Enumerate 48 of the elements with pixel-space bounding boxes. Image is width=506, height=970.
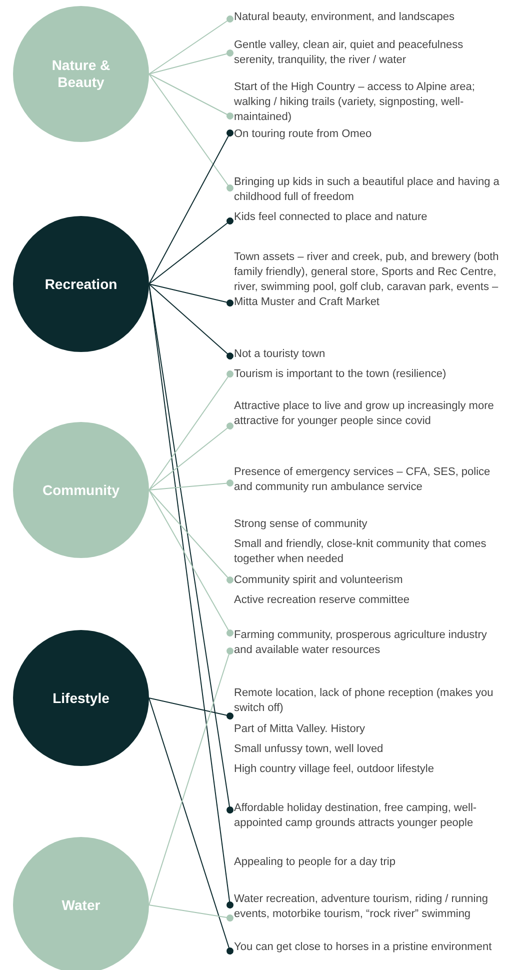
topic-circle: Water [13,837,149,970]
statement-text: Bringing up kids in such a beautiful place and having a childhood full of freedom [234,175,502,205]
statement-text: Affordable holiday destination, free camping, well-appointed camp grounds attracts younger people [234,801,502,831]
statement-text: You can get close to horses in a pristine environment [234,940,502,955]
connector-line [148,422,234,490]
statement-text: Start of the High Country – access to Alpine area; walking / hiking trails (variety, signposting, well-maintained) [234,80,502,125]
statement-text: Water recreation, adventure tourism, riding / running events, motorbike tourism, “rock river” swimming [234,892,502,922]
connector-line [148,74,234,120]
statement-text: Gentle valley, clean air, quiet and peacefulness serenity, tranquility, the river / water [234,38,502,68]
note-text: Small unfussy town, well loved [234,742,384,757]
statement-text: Attractive place to live and grow up increasingly more attractive for younger people since covid [234,399,502,429]
statement-text: On touring route from Omeo [234,127,502,142]
connector-line [148,284,234,908]
connector-line [148,370,234,490]
statement-text: Kids feel connected to place and nature [234,210,502,225]
connector-line [148,480,234,490]
statement-text: Remote location, lack of phone reception (makes you switch off) [234,686,502,716]
statement-text: Presence of emergency services – CFA, SES, police and community run ambulance service [234,465,502,495]
statement-text: Community spirit and volunteerism [234,573,502,588]
statement-text: Natural beauty, environment, and landscapes [234,10,502,25]
connector-line [148,130,234,284]
note-text: High country village feel, outdoor lifestyle [234,762,435,777]
connector-line [148,904,234,922]
statement-text: Tourism is important to the town (resilience) [234,367,502,382]
connector-line [148,284,234,306]
note-text: Strong sense of community [234,517,368,532]
connector-line [148,50,234,74]
statement-text: Town assets – river and creek, pub, and brewery (both family friendly), general store, Sports and Rec Centre, river, swimming pool, golf club, caravan park, events – Mitta Muster and Craft Market [234,250,502,310]
note-text: Active recreation reserve committee [234,593,410,608]
topic-circle: Community [13,422,149,558]
connector-line [148,16,234,74]
connector-line [148,490,234,636]
topic-circle: Recreation [13,216,149,352]
connector-line [148,284,234,814]
connector-line [148,218,234,284]
connector-line [148,648,234,906]
topic-circle: Lifestyle [13,630,149,766]
statement-text: Not a touristy town [234,347,502,362]
connector-line [148,284,234,360]
connector-line [148,698,234,954]
connector-line [148,74,234,192]
connector-line [148,490,234,584]
note-text: Small and friendly, close-knit community that comes together when needed [234,537,488,567]
topic-circle: Nature & Beauty [13,6,149,142]
connector-line [148,698,234,720]
note-text: Appealing to people for a day trip [234,855,396,870]
statement-text: Farming community, prosperous agriculture industry and available water resources [234,628,502,658]
note-text: Part of Mitta Valley. History [234,722,366,737]
